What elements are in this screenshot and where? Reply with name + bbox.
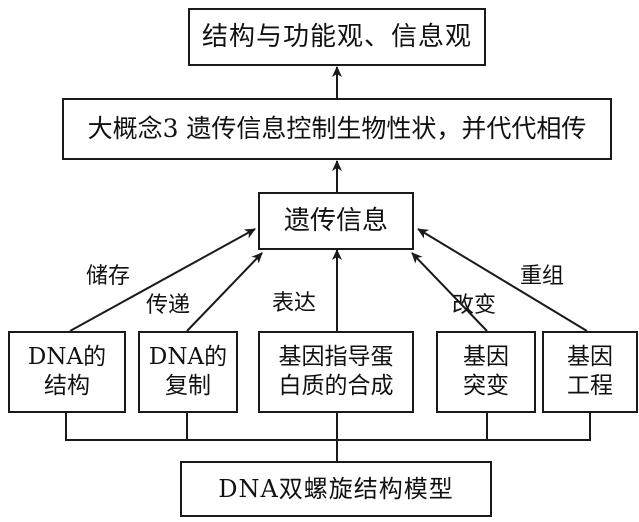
leaf-text: 基因 工程	[567, 344, 613, 399]
protein-synthesis-box: 基因指导蛋 白质的合成	[258, 331, 414, 413]
label-storage: 储存	[86, 264, 131, 289]
leaf-text: DNA的 结构	[27, 344, 107, 399]
double-helix-text: DNA双螺旋结构模型	[218, 475, 454, 503]
arrow-mutation	[411, 252, 488, 332]
label-recombination: 重组	[520, 264, 565, 289]
double-helix-box: DNA双螺旋结构模型	[180, 461, 492, 517]
gene-mutation-box: 基因 突变	[436, 331, 536, 413]
big-concept-box: 大概念3 遗传信息控制生物性状，并代代相传	[62, 98, 612, 160]
label-mutation: 改变	[452, 293, 497, 318]
worldview-text: 结构与功能观、信息观	[201, 21, 472, 52]
label-transfer: 传递	[146, 293, 191, 318]
worldview-box: 结构与功能观、信息观	[188, 8, 486, 66]
genetic-engineering-box: 基因 工程	[542, 331, 638, 413]
dna-replication-box: DNA的 复制	[138, 331, 238, 413]
leaf-text: 基因 突变	[463, 344, 509, 399]
arrow-storage	[69, 228, 256, 332]
leaf-text: DNA的 复制	[148, 344, 228, 399]
genetic-info-text: 遗传信息	[283, 205, 388, 236]
genetic-info-box: 遗传信息	[258, 192, 414, 250]
bottom-bracket	[65, 413, 591, 441]
dna-structure-box: DNA的 结构	[8, 331, 126, 413]
arrow-recombination	[417, 228, 588, 332]
leaf-text: 基因指导蛋 白质的合成	[278, 344, 394, 399]
label-expression: 表达	[272, 291, 317, 316]
big-concept-text: 大概念3 遗传信息控制生物性状，并代代相传	[87, 114, 587, 144]
arrow-transfer	[186, 252, 263, 332]
